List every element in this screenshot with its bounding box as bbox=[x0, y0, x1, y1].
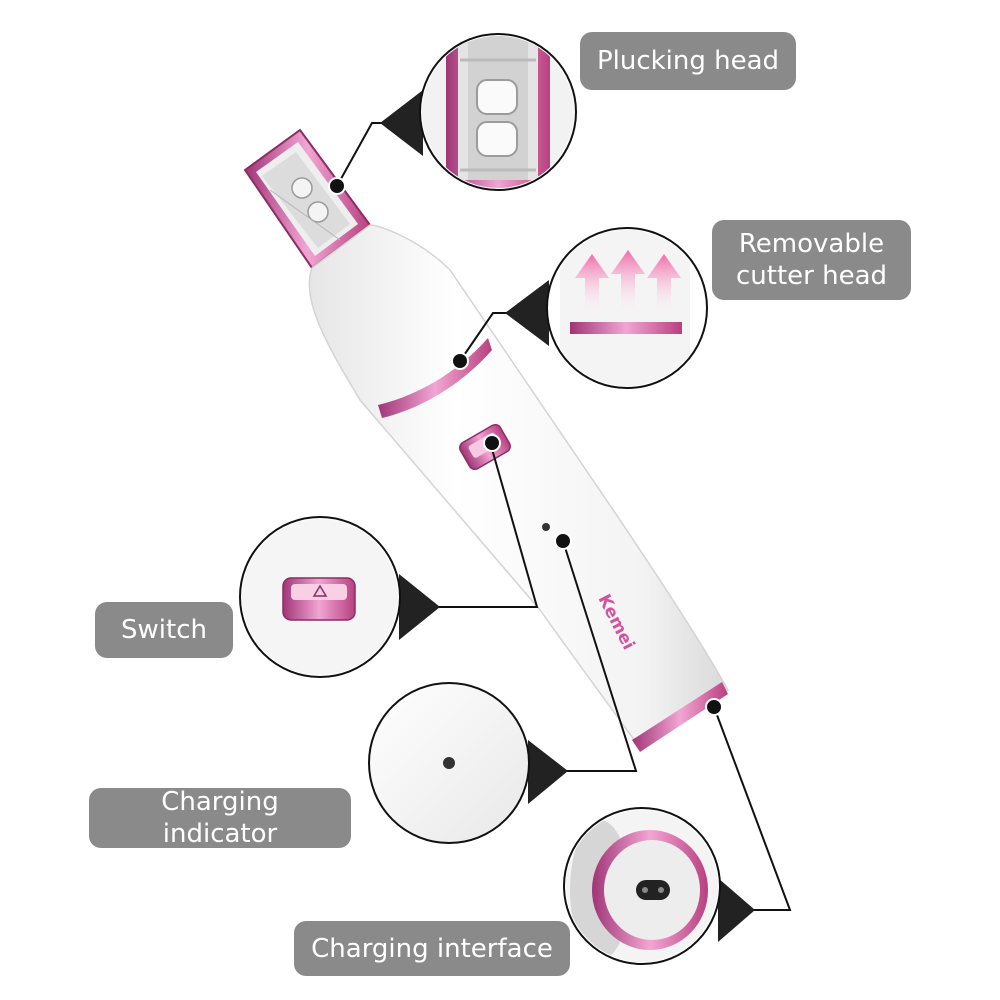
callout-dot-switch bbox=[483, 434, 501, 452]
callout-dot-plucking bbox=[328, 177, 346, 195]
label-removable-cutter-head-line2: cutter head bbox=[735, 261, 888, 291]
triangle-up-icon bbox=[312, 584, 328, 597]
label-switch-text: Switch bbox=[121, 615, 207, 645]
leader-line-switch bbox=[399, 441, 539, 608]
detail-plucking-head bbox=[380, 33, 577, 191]
callout-dot-indicator bbox=[554, 532, 572, 550]
detail-switch bbox=[239, 516, 440, 678]
callout-dot-interface bbox=[705, 698, 723, 716]
label-charging-interface: Charging interface bbox=[294, 921, 570, 976]
device-ring bbox=[378, 338, 492, 418]
arrow-up-icon bbox=[575, 250, 681, 318]
leader-line-interface bbox=[713, 706, 792, 911]
label-charging-interface-text: Charging interface bbox=[311, 933, 553, 964]
detail-cutter-head bbox=[505, 227, 708, 389]
device-plucking-head bbox=[243, 128, 372, 270]
device-indicator-dot bbox=[542, 523, 550, 531]
label-removable-cutter-head: Removable cutter head bbox=[712, 220, 911, 300]
label-plucking-head: Plucking head bbox=[580, 32, 796, 90]
label-plucking-head-text: Plucking head bbox=[596, 46, 780, 76]
detail-charging-interface bbox=[563, 807, 755, 965]
label-charging-indicator: Charging indicator bbox=[89, 787, 351, 849]
charging-port-icon bbox=[636, 880, 670, 900]
label-switch: Switch bbox=[95, 602, 233, 658]
callout-dot-cutter bbox=[451, 352, 469, 370]
detail-charging-indicator bbox=[368, 682, 568, 844]
label-removable-cutter-head-line1: Removable bbox=[738, 229, 885, 259]
label-charging-indicator-text: Charging indicator bbox=[161, 787, 279, 849]
device-bottom-ring bbox=[632, 682, 728, 752]
leader-dots bbox=[328, 177, 723, 716]
